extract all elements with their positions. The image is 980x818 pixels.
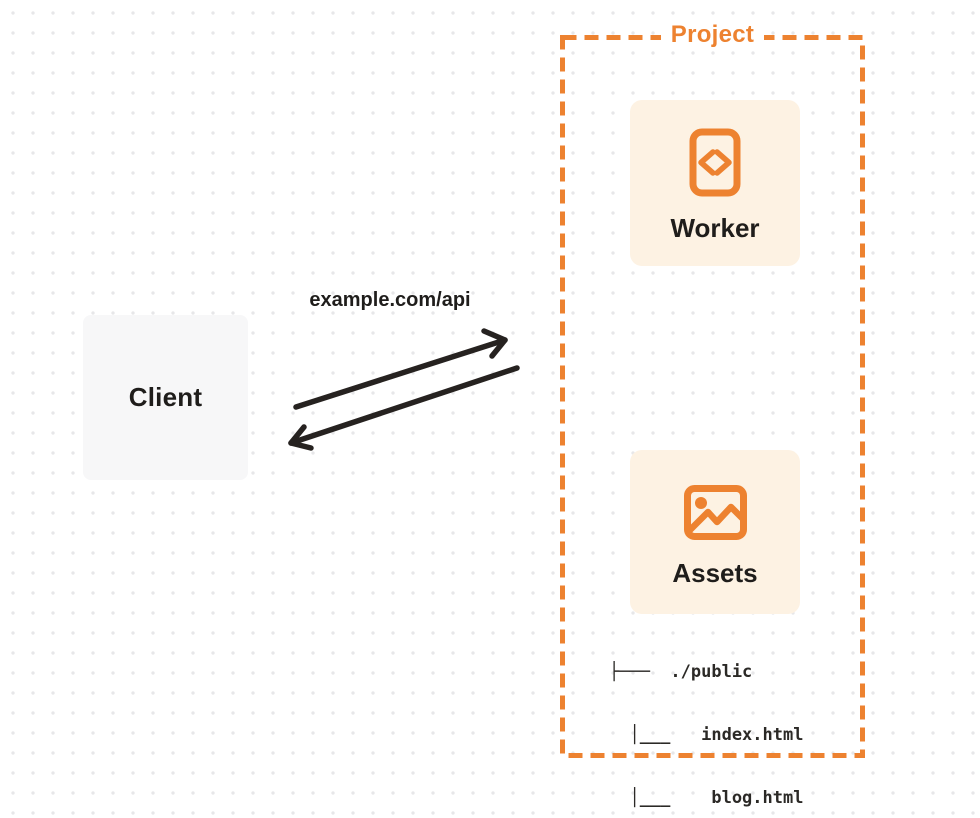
- response-arrow: [288, 365, 520, 451]
- worker-node: Worker: [630, 100, 800, 266]
- file-tree-line: │___ index.html: [609, 725, 804, 745]
- image-icon: [683, 485, 747, 540]
- code-icon: [689, 128, 741, 197]
- client-node: Client: [83, 315, 248, 480]
- file-tree-line: ├─── ./public: [609, 662, 753, 682]
- client-label: Client: [128, 382, 203, 412]
- project-boundary: [560, 35, 865, 758]
- request-arrow: [293, 328, 508, 410]
- assets-label: Assets: [672, 558, 758, 588]
- file-tree: ├─── ./public │___ index.html │___ blog.…: [609, 620, 803, 818]
- request-url-label: example.com/api: [309, 289, 471, 311]
- worker-label: Worker: [670, 213, 760, 243]
- file-tree-line: │___ blog.html: [609, 788, 804, 808]
- assets-node: Assets: [630, 450, 800, 614]
